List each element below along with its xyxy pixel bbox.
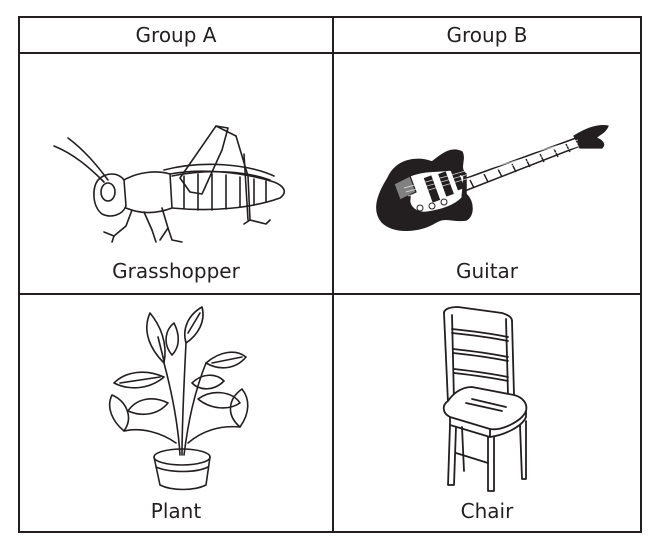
label-grasshopper: Grasshopper xyxy=(112,259,240,283)
header-divider xyxy=(20,52,640,54)
cell-chair: Chair xyxy=(334,295,640,531)
label-plant: Plant xyxy=(150,499,202,523)
chair-icon xyxy=(442,306,528,492)
row-divider xyxy=(20,293,640,295)
classification-table: Group A Group B xyxy=(18,16,642,533)
label-chair: Chair xyxy=(460,499,514,523)
guitar-icon xyxy=(376,125,609,231)
column-divider xyxy=(332,18,334,531)
header-group-a: Group A xyxy=(135,23,217,47)
grasshopper-icon xyxy=(53,125,286,243)
cell-grasshopper: Grasshopper xyxy=(20,54,332,293)
cell-plant: Plant xyxy=(20,295,332,531)
plant-icon xyxy=(108,306,249,491)
header-group-b: Group B xyxy=(446,23,528,47)
label-guitar: Guitar xyxy=(455,259,519,283)
cell-guitar: Guitar xyxy=(334,54,640,293)
